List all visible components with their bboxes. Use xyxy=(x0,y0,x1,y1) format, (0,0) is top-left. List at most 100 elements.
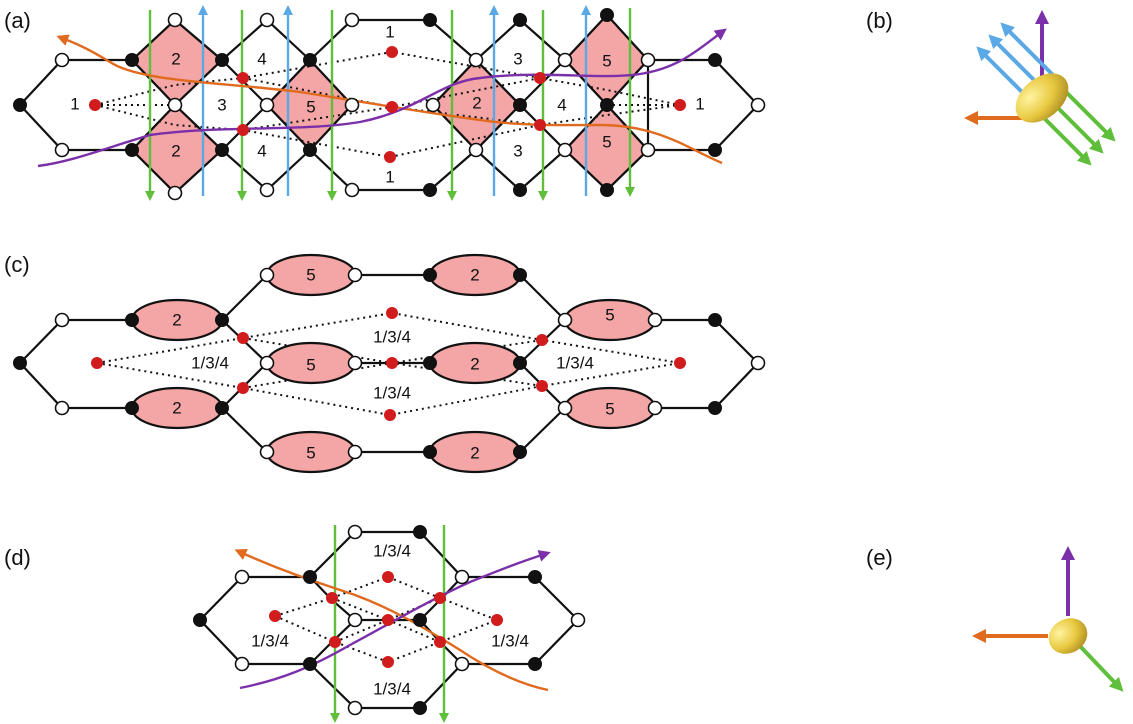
red-node xyxy=(434,636,446,648)
red-node xyxy=(386,101,398,113)
black-node xyxy=(513,98,527,112)
white-node xyxy=(259,182,275,198)
black-node xyxy=(423,13,437,27)
white-node xyxy=(347,700,363,716)
face-label: 5 xyxy=(602,132,611,151)
red-node xyxy=(534,119,546,131)
face-label: 4 xyxy=(257,141,266,160)
black-node xyxy=(125,313,139,327)
panel-c-edges xyxy=(19,273,760,454)
face-label: 1/3/4 xyxy=(191,353,229,372)
ellipse-label: 2 xyxy=(470,265,479,284)
white-node xyxy=(468,52,484,68)
green-arrow xyxy=(1060,86,1116,142)
white-node xyxy=(640,52,656,68)
white-node xyxy=(167,97,183,113)
panel-c-nodes xyxy=(13,267,766,460)
white-node xyxy=(570,612,586,628)
white-node xyxy=(750,97,766,113)
white-node xyxy=(344,182,360,198)
ellipse-label: 2 xyxy=(172,398,181,417)
white-node xyxy=(347,267,363,283)
red-node xyxy=(237,72,249,84)
face-label: 5 xyxy=(602,51,611,70)
face-label: 1/3/4 xyxy=(251,631,289,650)
white-node xyxy=(557,400,573,416)
white-node xyxy=(347,355,363,371)
face-label: 1 xyxy=(385,167,394,186)
black-node xyxy=(528,657,542,671)
black-node xyxy=(303,657,317,671)
white-node xyxy=(344,97,360,113)
white-node xyxy=(344,12,360,28)
black-node xyxy=(413,701,427,715)
ellipse-particle xyxy=(1048,618,1088,654)
white-node xyxy=(54,312,70,328)
black-node xyxy=(513,445,527,459)
black-node xyxy=(708,53,722,67)
black-node xyxy=(708,143,722,157)
ellipse-label: 5 xyxy=(306,355,315,374)
panel-c-labels: 2 2 5 5 5 2 2 2 5 5 1/3/4 1/3/4 1/3/4 1/… xyxy=(172,265,614,462)
black-node xyxy=(413,613,427,627)
face-label: 3 xyxy=(217,95,226,114)
red-node xyxy=(491,614,503,626)
black-node xyxy=(423,183,437,197)
red-node xyxy=(386,357,398,369)
panel-c: 2 2 5 5 5 2 2 2 5 5 1/3/4 1/3/4 1/3/4 1/… xyxy=(13,253,766,474)
white-node xyxy=(54,142,70,158)
red-node xyxy=(384,409,396,421)
face-label: 3 xyxy=(513,49,522,68)
red-node xyxy=(382,656,394,668)
white-node xyxy=(347,444,363,460)
black-node xyxy=(303,570,317,584)
black-node xyxy=(413,525,427,539)
orange-strand xyxy=(56,34,723,165)
white-node xyxy=(468,142,484,158)
black-node xyxy=(708,401,722,415)
black-node xyxy=(528,570,542,584)
white-node xyxy=(557,52,573,68)
face-label: 1/3/4 xyxy=(556,353,594,372)
black-node xyxy=(513,183,527,197)
black-node xyxy=(423,356,437,370)
panel-a-arrows xyxy=(145,5,635,201)
black-node xyxy=(125,401,139,415)
white-node xyxy=(167,12,183,28)
red-node xyxy=(386,307,398,319)
red-node xyxy=(674,99,686,111)
white-node xyxy=(234,569,250,585)
black-node xyxy=(193,613,207,627)
red-node xyxy=(269,610,281,622)
white-node xyxy=(259,12,275,28)
blue-arrow xyxy=(1000,22,1056,78)
ellipse-label: 5 xyxy=(605,305,614,324)
ellipse-label: 5 xyxy=(605,399,614,418)
panel-d: 1/3/4 1/3/4 1/3/4 1/3/4 xyxy=(193,524,586,723)
face-label: 1/3/4 xyxy=(373,327,411,346)
face-label: 2 xyxy=(472,93,481,112)
face-label: 1/3/4 xyxy=(373,383,411,402)
black-node xyxy=(708,313,722,327)
panel-label-d: (d) xyxy=(4,545,31,570)
red-node xyxy=(534,72,546,84)
red-node xyxy=(434,592,446,604)
white-node xyxy=(259,97,275,113)
red-node xyxy=(382,571,394,583)
red-node xyxy=(91,357,103,369)
face-label: 4 xyxy=(557,95,566,114)
black-node xyxy=(423,445,437,459)
face-label: 4 xyxy=(257,49,266,68)
black-node xyxy=(600,8,614,22)
panel-a: 2 2 4 3 4 5 1 1 1 1 3 4 3 2 5 5 xyxy=(13,5,766,201)
black-node xyxy=(215,53,229,67)
white-node xyxy=(54,52,70,68)
green-arrow xyxy=(1036,110,1092,166)
purple-strand xyxy=(37,28,727,168)
face-label: 1/3/4 xyxy=(373,541,411,560)
black-node xyxy=(13,98,27,112)
panel-d-labels: 1/3/4 1/3/4 1/3/4 1/3/4 xyxy=(251,541,529,698)
white-node xyxy=(750,355,766,371)
black-node xyxy=(423,268,437,282)
